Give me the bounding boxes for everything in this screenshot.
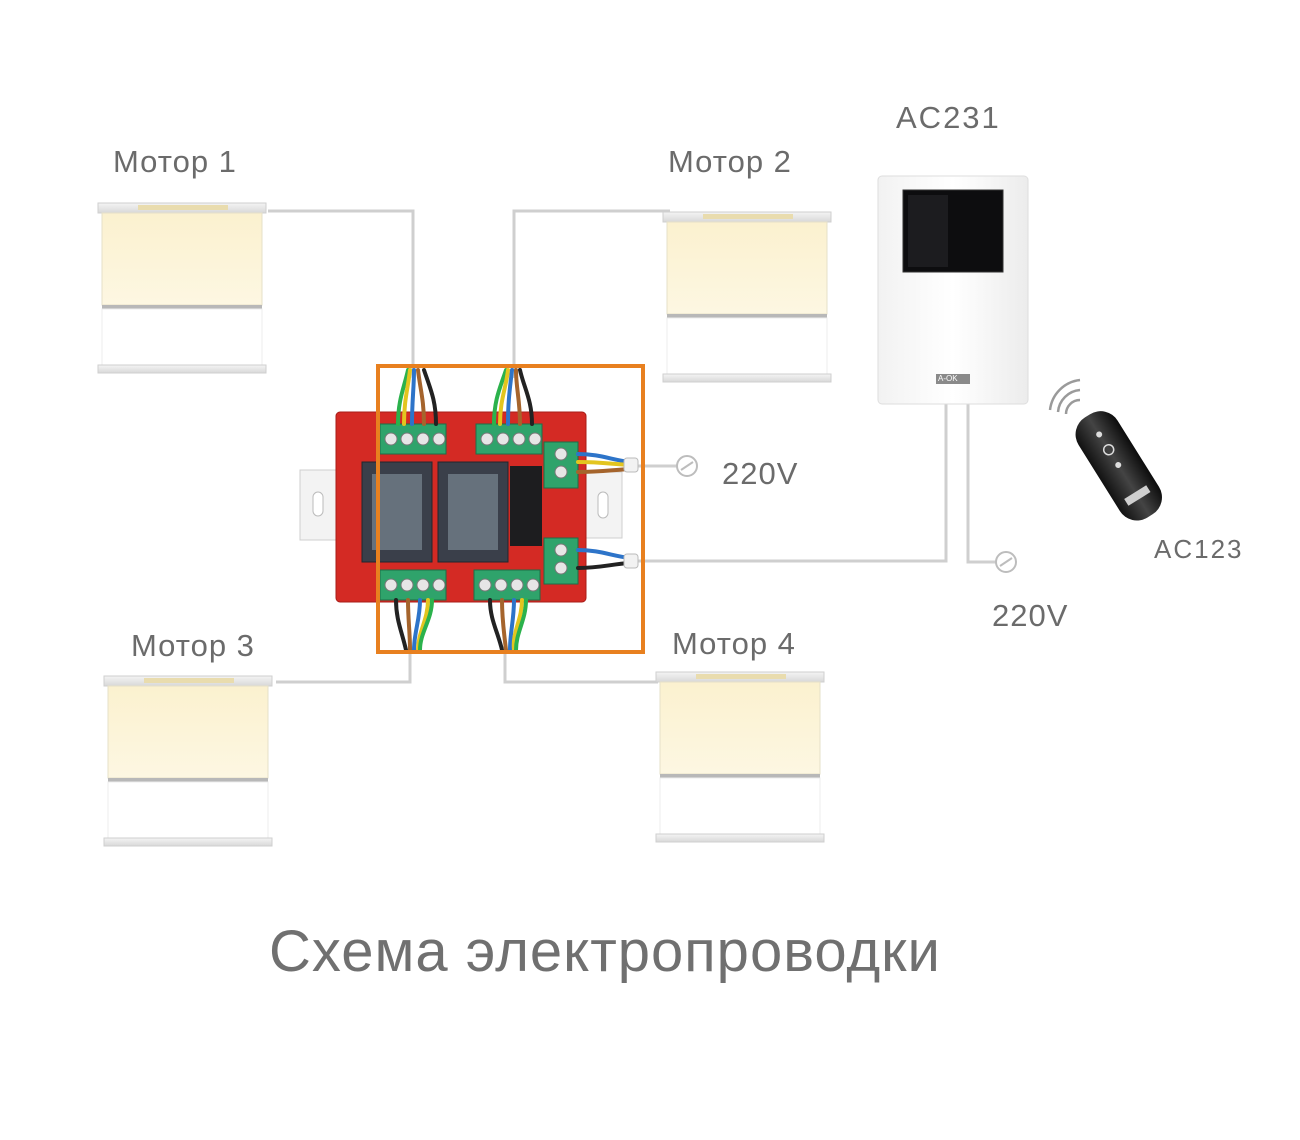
diagram-title: Схема электропроводки [269, 919, 941, 984]
motor-4-label: Мотор 4 [672, 626, 796, 661]
controller-power-label: 220V [992, 598, 1069, 633]
wire-motor-2 [512, 209, 670, 378]
ac231-brand-plate [936, 374, 970, 384]
ac231-controller [877, 175, 1029, 405]
wire-motor-4 [503, 640, 658, 684]
ac123-remote [1048, 378, 1162, 521]
wire-motor-3 [276, 640, 412, 684]
ac231-brand-text: A-OK [938, 374, 958, 383]
wire-controller-signal [628, 402, 948, 563]
wire-controller-power [966, 402, 996, 564]
motor-1-blind [97, 202, 267, 374]
wireless-signal-icon [1048, 378, 1081, 415]
motor-2-label: Мотор 2 [668, 144, 792, 179]
wire-motor-1 [268, 209, 415, 378]
ac231-label: AC231 [896, 100, 1001, 135]
wires [268, 209, 996, 684]
relay-module [299, 368, 639, 652]
ac123-label: AC123 [1154, 534, 1244, 564]
motor-3-blind [103, 675, 273, 847]
motor-1-label: Мотор 1 [113, 144, 237, 179]
motor-2-blind [662, 211, 832, 383]
relay-highlight-frame [376, 364, 645, 654]
motor-4-blind [655, 671, 825, 843]
motor-3-label: Мотор 3 [131, 628, 255, 663]
relay-power-label: 220V [722, 456, 799, 491]
